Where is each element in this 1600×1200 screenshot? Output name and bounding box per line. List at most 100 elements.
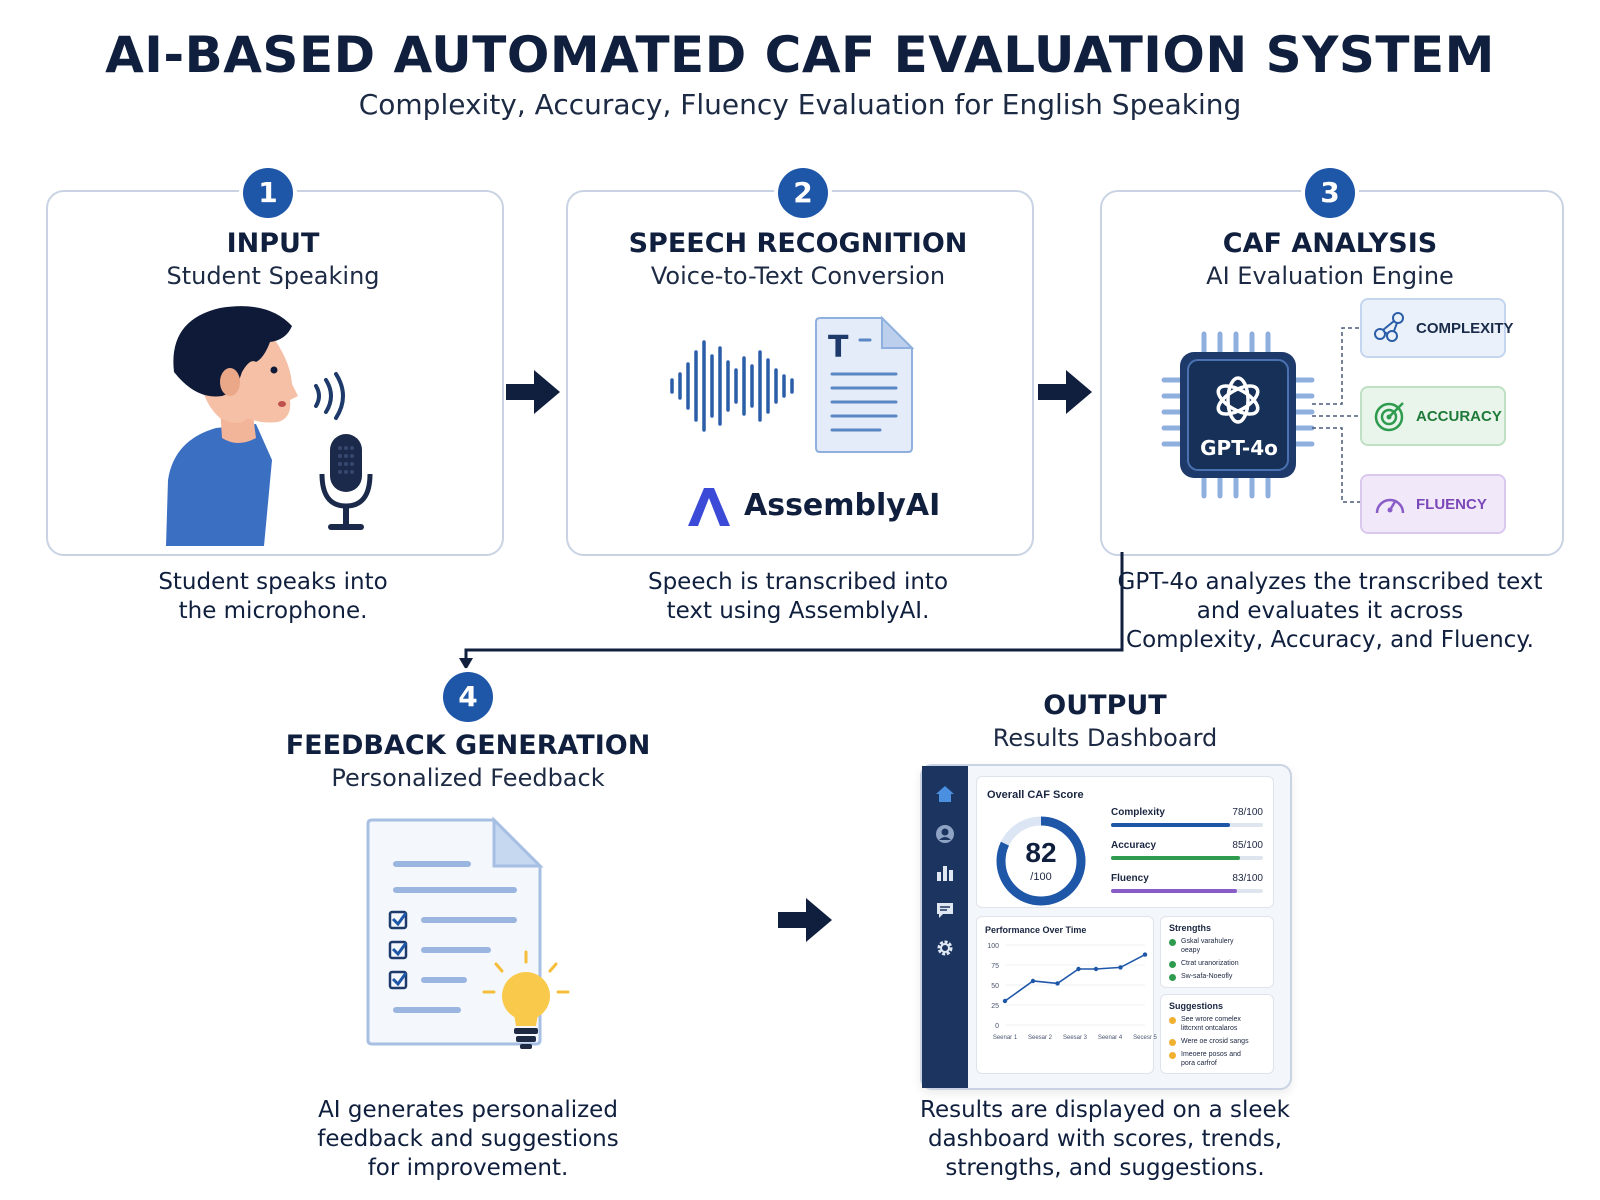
speech-card (566, 190, 1034, 556)
flow-arrow-4-output (778, 898, 832, 942)
metric-complexity-label: COMPLEXITY (1416, 319, 1514, 337)
feedback-document-icon (366, 816, 544, 1046)
y-tick-label: 50 (991, 983, 999, 990)
list-item-text: Gskal varahulery oeapy (1181, 938, 1234, 954)
output-title: OUTPUT (1043, 690, 1167, 721)
lightbulb-icon (482, 950, 570, 1049)
y-tick-label: 25 (991, 1003, 999, 1010)
input-title: INPUT (226, 228, 320, 259)
settings-gear-icon[interactable] (935, 938, 955, 958)
flow-connector-3-4 (459, 552, 1124, 670)
strengths-title: Strengths (1169, 923, 1212, 933)
home-icon[interactable] (934, 784, 956, 804)
metric-accuracy-label: ACCURACY (1416, 407, 1502, 425)
performance-title: Performance Over Time (985, 925, 1087, 935)
score-row-name: Fluency (1111, 873, 1149, 884)
step-badge-2: 2 (778, 168, 828, 218)
check-icon (1169, 939, 1176, 946)
page-title: AI-BASED AUTOMATED CAF EVALUATION SYSTEM (105, 26, 1495, 84)
score-bar-fill (1111, 856, 1241, 860)
x-tick-label: Seesar 3 (1063, 1035, 1088, 1041)
caf-title: CAF ANALYSIS (1222, 228, 1438, 259)
feedback-subtitle: Personalized Feedback (331, 764, 605, 792)
score-bar-fill (1111, 889, 1238, 893)
feedback-caption: AI generates personalized feedback and s… (317, 1097, 619, 1181)
list-item-text: Were oe crosid sangs (1181, 1038, 1249, 1045)
y-tick-label: 75 (991, 963, 999, 970)
score-bar-track (1111, 856, 1263, 860)
microphone-icon (319, 434, 373, 530)
suggestions-panel: Suggestions See wrore comelex littcrxnt … (1160, 994, 1274, 1074)
score-row-value: 85/100 (1232, 840, 1263, 851)
x-tick-label: Secesr 5 (1133, 1035, 1157, 1041)
flow-arrow-1-2 (506, 370, 560, 414)
step-badge-1: 1 (243, 168, 293, 218)
performance-point (1118, 965, 1123, 970)
bulb-icon (1169, 1052, 1176, 1059)
speech-subtitle: Voice-to-Text Conversion (650, 262, 946, 290)
score-row-value: 78/100 (1232, 807, 1263, 818)
overall-score-label: Overall CAF Score (987, 789, 1084, 801)
input-subtitle: Student Speaking (166, 262, 380, 290)
input-caption: Student speaks into the microphone. (158, 569, 388, 624)
sound-wave-icon (670, 340, 794, 432)
performance-point (1093, 966, 1099, 972)
metric-connectors (1312, 327, 1360, 503)
performance-point (1055, 981, 1060, 986)
overall-score-value: 82 (1025, 837, 1057, 868)
message-icon[interactable] (935, 900, 955, 920)
bulb-icon (1169, 1017, 1176, 1024)
target-icon (1374, 402, 1404, 432)
gpt-chip-icon (1161, 331, 1315, 499)
x-tick-label: Seesar 2 (1028, 1035, 1053, 1041)
list-item-text: Sw-safa-Noeofly (1181, 973, 1233, 980)
caf-caption: GPT-4o analyzes the transcribed text and… (1117, 569, 1543, 653)
assemblyai-logo-icon (688, 488, 730, 526)
x-tick-label: Seenar 1 (993, 1035, 1018, 1041)
list-item-text: See wrore comelex littcrxnt ontcalaros (1181, 1016, 1241, 1032)
user-icon[interactable] (935, 824, 955, 844)
y-tick-label: 100 (987, 943, 999, 950)
list-item-text: Ctrat uranorization (1181, 960, 1239, 967)
feedback-title: FEEDBACK GENERATION (285, 730, 651, 761)
caf-subtitle: AI Evaluation Engine (1206, 262, 1454, 290)
flow-arrow-2-3 (1038, 370, 1092, 414)
speech-title: SPEECH RECOGNITION (628, 228, 968, 259)
score-bar-track (1111, 823, 1263, 827)
x-tick-label: Seenar 4 (1098, 1035, 1123, 1041)
transcript-document-icon (815, 315, 915, 453)
assemblyai-brand: AssemblyAI (744, 488, 941, 523)
network-icon (1374, 312, 1404, 342)
check-icon (1169, 974, 1176, 981)
check-icon (1169, 961, 1176, 968)
bar-chart-icon[interactable] (935, 862, 955, 882)
performance-point (1142, 952, 1148, 957)
output-subtitle: Results Dashboard (992, 724, 1218, 752)
score-row: Accuracy 85/100 (1111, 840, 1263, 868)
score-bar-fill (1111, 823, 1230, 827)
performance-line (1004, 953, 1146, 1002)
gauge-icon (1375, 498, 1405, 514)
page-subtitle: Complexity, Accuracy, Fluency Evaluation… (358, 88, 1242, 121)
output-caption: Results are displayed on a sleek dashboa… (920, 1097, 1290, 1181)
transcript-letter: T (828, 330, 849, 365)
score-row-name: Accuracy (1111, 840, 1157, 851)
score-row: Fluency 83/100 (1111, 873, 1263, 901)
score-row-value: 83/100 (1232, 873, 1263, 884)
overall-score-ring (996, 816, 1086, 906)
gpt-chip-label: GPT-4o (1200, 436, 1278, 460)
overall-score-max: /100 (1030, 871, 1052, 883)
list-item-text: Imeoere posos and pora carfrof (1181, 1051, 1241, 1067)
step-badge-4: 4 (443, 672, 493, 722)
score-bar-track (1111, 889, 1263, 893)
performance-point (1030, 978, 1036, 984)
y-tick-label: 0 (995, 1023, 999, 1030)
metric-accuracy: ACCURACY (1360, 386, 1506, 446)
metric-fluency: FLUENCY (1360, 474, 1506, 534)
